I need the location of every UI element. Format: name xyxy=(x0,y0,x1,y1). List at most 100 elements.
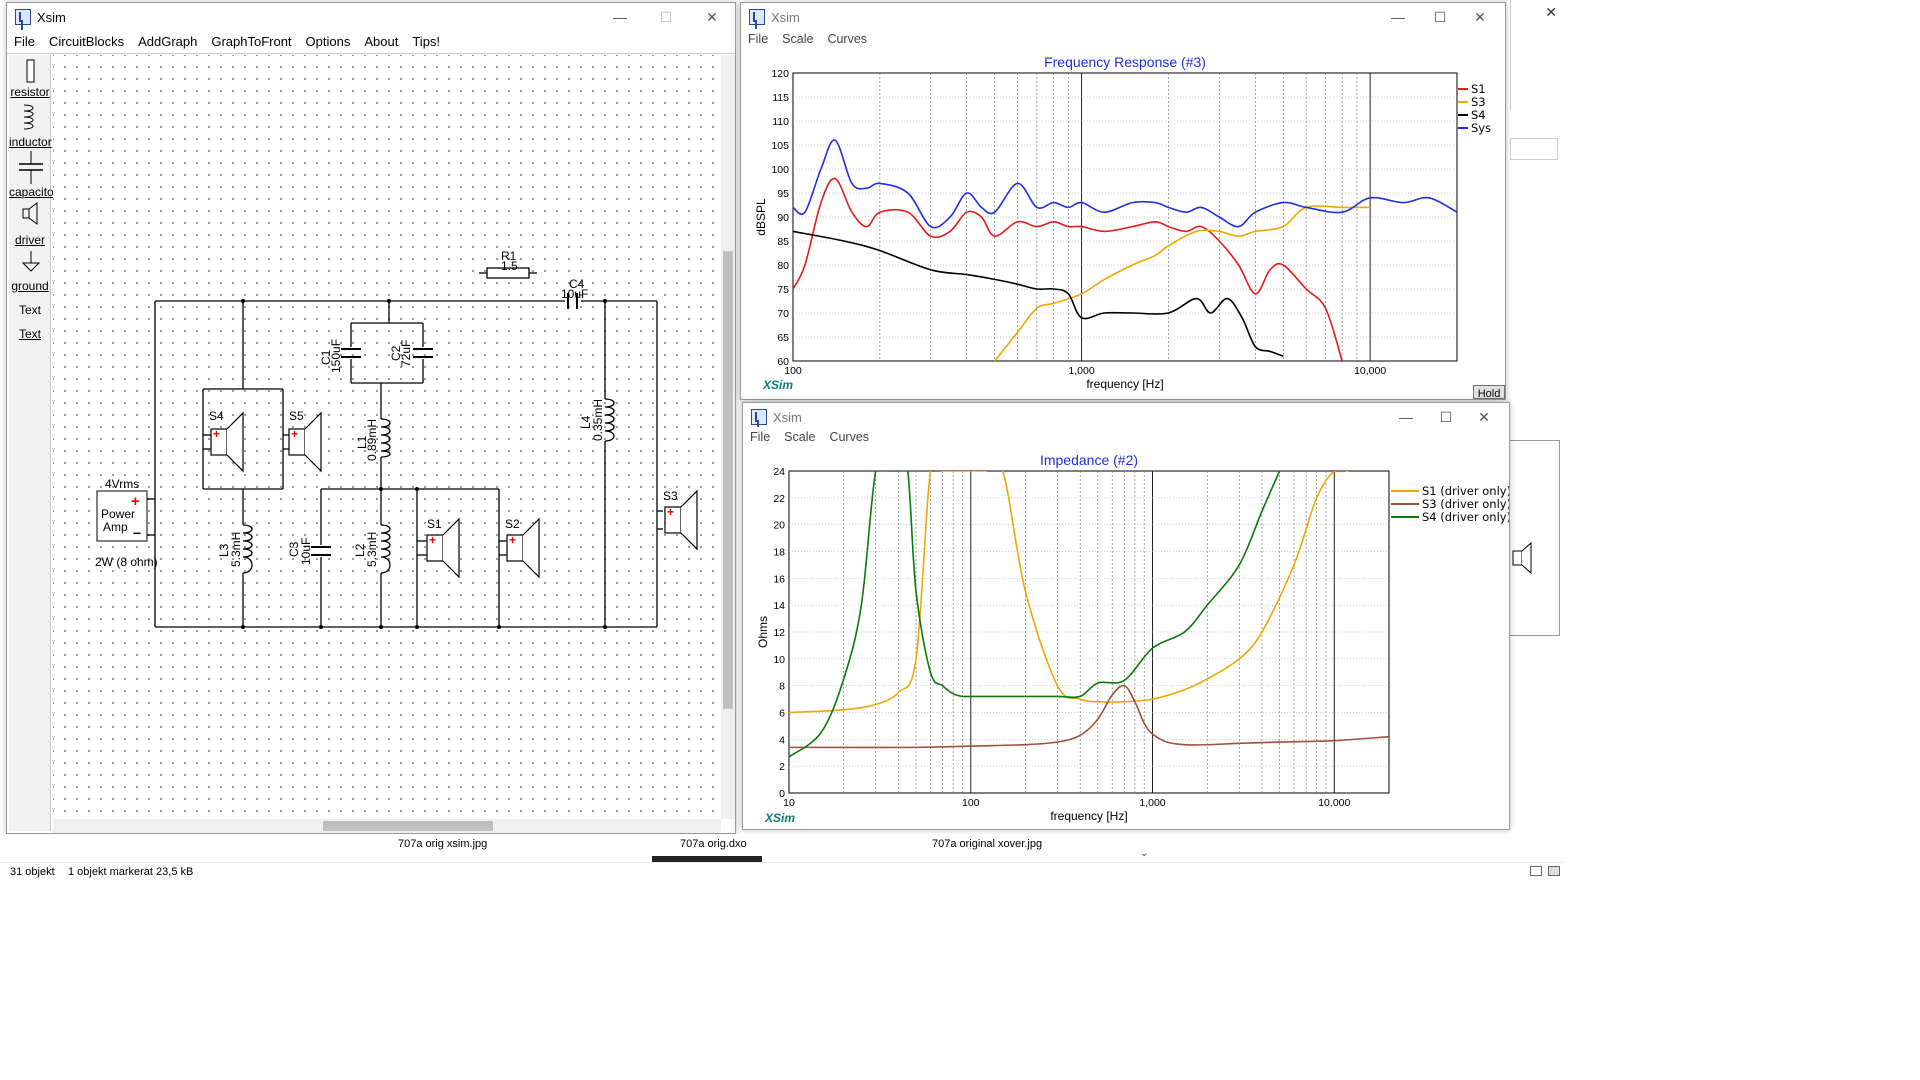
xsim-app-icon xyxy=(749,9,765,25)
main_window-menu-options[interactable]: Options xyxy=(305,34,351,49)
main_window-menu-circuitblocks[interactable]: CircuitBlocks xyxy=(48,34,125,49)
tool-resistor[interactable]: resistor xyxy=(10,85,50,99)
thumbnail-preview xyxy=(652,856,762,862)
chart-title: Frequency Response (#3) xyxy=(1044,54,1206,70)
y-axis-label: dBSPL xyxy=(754,198,768,236)
horizontal-scroll-thumb[interactable] xyxy=(323,821,493,831)
y-tick-label: 12 xyxy=(773,627,785,639)
l1-value: 0.89mH xyxy=(365,418,379,461)
imp-menubar: File Scale Curves xyxy=(743,427,1509,447)
explorer-file-strip: 707a orig xsim.jpg 707a orig.dxo 707a or… xyxy=(0,834,1566,862)
x-tick-label: 100 xyxy=(962,797,980,809)
main_window-menu-graphtofront[interactable]: GraphToFront xyxy=(211,34,292,49)
imp_window-menu-curves[interactable]: Curves xyxy=(829,430,870,444)
series-line-s1 xyxy=(793,177,1343,361)
legend-entry[interactable]: S4 xyxy=(1471,108,1486,122)
file-item[interactable]: 707a orig.dxo xyxy=(680,838,747,850)
c4-value: 10uF xyxy=(561,287,589,301)
imp_window-menu-file[interactable]: File xyxy=(750,430,771,444)
imp-window-title: Xsim xyxy=(773,409,802,425)
s3-label: S3 xyxy=(663,489,678,503)
y-tick-label: 4 xyxy=(779,734,785,746)
hold-button[interactable]: Hold xyxy=(1473,385,1505,400)
series-line-sys xyxy=(793,139,1457,229)
tool-ground[interactable]: ground xyxy=(11,279,49,293)
s2-plus: + xyxy=(509,533,517,547)
minimize-button[interactable]: — xyxy=(1391,9,1405,25)
x-tick-label: 100 xyxy=(784,365,802,377)
legend-entry[interactable]: S4 (driver only) xyxy=(1422,510,1511,524)
y-tick-label: 90 xyxy=(777,212,789,224)
menu-divider xyxy=(7,53,735,54)
xsim-brand-logo: XSim xyxy=(763,378,794,392)
vertical-scroll-thumb[interactable] xyxy=(723,251,733,709)
freq_window-menu-curves[interactable]: Curves xyxy=(827,32,868,46)
tool-driver[interactable]: driver xyxy=(14,233,45,247)
close-button[interactable]: ✕ xyxy=(1478,408,1490,425)
driver-icon xyxy=(22,202,38,225)
file-item[interactable]: 707a orig xsim.jpg xyxy=(398,838,488,850)
inductor-icon xyxy=(23,104,34,130)
file-item[interactable]: 707a original xover.jpg xyxy=(932,838,1043,850)
legend-entry[interactable]: S3 (driver only) xyxy=(1422,497,1511,511)
explorer-search-box[interactable] xyxy=(1510,138,1558,160)
legend-entry[interactable]: S3 xyxy=(1471,95,1486,109)
horizontal-scrollbar[interactable] xyxy=(53,819,721,833)
legend-entry[interactable]: S1 xyxy=(1471,82,1486,96)
xsim-brand-logo: XSim xyxy=(765,811,796,825)
imp-titlebar[interactable]: Xsim — ☐ ✕ xyxy=(743,403,1509,431)
tool-text-plain[interactable]: Text xyxy=(18,303,41,317)
maximize-button[interactable]: ☐ xyxy=(1433,8,1447,25)
main-xsim-window: Xsim — ☐ ✕ File CircuitBlocks AddGraph Grap… xyxy=(6,2,736,834)
ground-icon xyxy=(21,251,41,272)
main_window-menu-addgraph[interactable]: AddGraph xyxy=(138,34,198,49)
imp_window-menu-scale[interactable]: Scale xyxy=(784,430,816,444)
y-tick-label: 22 xyxy=(773,493,785,505)
c1-value: 150uF xyxy=(329,338,343,373)
freq_window-menu-scale[interactable]: Scale xyxy=(782,32,814,46)
legend-entry[interactable]: Sys xyxy=(1471,121,1491,135)
status-selection: 1 objekt markerat 23,5 kB xyxy=(68,866,194,878)
vertical-scrollbar[interactable] xyxy=(721,55,735,819)
main_window-menu-about[interactable]: About xyxy=(364,34,399,49)
s5-plus: + xyxy=(291,427,299,441)
y-tick-label: 105 xyxy=(771,140,789,152)
freq_window-menu-file[interactable]: File xyxy=(748,32,769,46)
tiles-view-icon[interactable] xyxy=(1548,866,1560,876)
minimize-button[interactable]: — xyxy=(613,9,627,25)
details-view-icon[interactable] xyxy=(1530,866,1542,876)
schematic-canvas[interactable]: R1 1.5 C4 10uF C1 150uF C2 72uF L1 0.89m… xyxy=(53,55,721,819)
maximize-button[interactable]: ☐ xyxy=(1439,408,1453,425)
close-button[interactable]: ✕ xyxy=(1474,8,1486,25)
series-line-s4 xyxy=(789,471,1281,758)
tool-text-underlined[interactable]: Text xyxy=(18,327,41,341)
amp-label-amp: Amp xyxy=(103,520,128,534)
legend-entry[interactable]: S1 (driver only) xyxy=(1422,484,1511,498)
close-button[interactable]: ✕ xyxy=(1545,4,1557,20)
desktop-bottom xyxy=(0,880,1920,1080)
freq-window-title: Xsim xyxy=(771,9,800,25)
s4-plus: + xyxy=(213,427,221,441)
maximize-button[interactable]: ☐ xyxy=(659,8,673,25)
tool-capacitor[interactable]: capacitor xyxy=(9,185,58,199)
minimize-button[interactable]: — xyxy=(1399,409,1413,425)
close-button[interactable]: ✕ xyxy=(706,8,718,25)
xsim-app-icon xyxy=(15,9,31,25)
x-axis-label: frequency [Hz] xyxy=(1050,809,1127,823)
y-tick-label: 65 xyxy=(777,332,789,344)
amp-plus: + xyxy=(131,493,140,510)
main_window-menu-file[interactable]: File xyxy=(14,34,35,49)
y-tick-label: 16 xyxy=(773,573,785,585)
main-titlebar[interactable]: Xsim — ☐ ✕ xyxy=(7,3,735,31)
freq-titlebar[interactable]: Xsim — ☐ ✕ xyxy=(741,3,1505,31)
tool-inductor[interactable]: inductor xyxy=(9,135,52,149)
s3-plus: + xyxy=(667,505,675,519)
main_window-menu-tips[interactable]: Tips! xyxy=(412,34,441,49)
chevron-down-icon[interactable]: ⌄ xyxy=(1140,848,1149,859)
r1-name: R1 xyxy=(501,249,517,263)
